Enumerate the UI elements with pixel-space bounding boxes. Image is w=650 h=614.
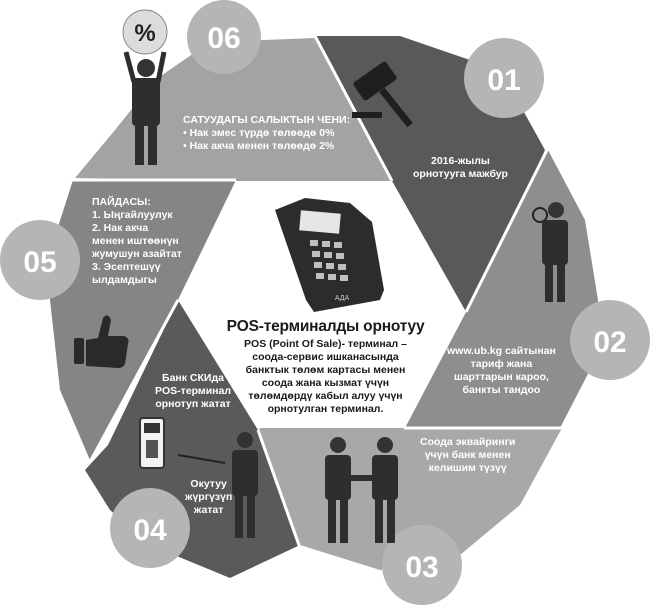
thumbs-up-icon bbox=[74, 315, 129, 368]
number-badge-03: 03 bbox=[382, 525, 462, 605]
svg-text:01: 01 bbox=[487, 64, 520, 97]
center-body: POS (Point Of Sale)- терминал – соода-се… bbox=[244, 338, 407, 415]
step-04-text-top: Банк СКИда POS-терминал орнотуп жатат bbox=[155, 372, 232, 410]
svg-text:03: 03 bbox=[405, 551, 438, 584]
svg-text:05: 05 bbox=[23, 246, 56, 279]
pos-terminal-icon: АДА bbox=[275, 198, 384, 312]
teacher-pointing-icon bbox=[177, 432, 258, 538]
svg-text:06: 06 bbox=[207, 22, 240, 55]
svg-text:АДА: АДА bbox=[335, 295, 350, 302]
center-title: POS-терминалды орнотуу bbox=[226, 318, 425, 335]
number-badge-01: 01 bbox=[464, 38, 544, 118]
svg-text:02: 02 bbox=[593, 326, 626, 359]
number-badge-04: 04 bbox=[110, 488, 190, 568]
center-description: POS-терминалды орнотуу POS (Point Of Sal… bbox=[188, 318, 463, 416]
segment-03 bbox=[232, 428, 562, 570]
step-04-text-bottom: Окутуу жүргүзүп жатат bbox=[185, 478, 233, 516]
segment-separators bbox=[72, 35, 563, 549]
step-03-text: Соода эквайринги үчүн банк менен келишим… bbox=[420, 436, 516, 474]
number-badge-06: 06 bbox=[187, 0, 261, 74]
gavel-icon bbox=[352, 61, 413, 128]
step-06-text: САТУУДАГЫ САЛЫКТЫН ЧЕНИ: • Нак эмес түрд… bbox=[183, 114, 351, 152]
card-terminal-icon bbox=[139, 417, 165, 469]
segment-05 bbox=[50, 180, 236, 460]
step-01-text: 2016-жылы орнотууга мажбур bbox=[413, 155, 508, 180]
step-05-text: ПАЙДАСЫ: 1. Ыңгайлуулук 2. Нак акча мене… bbox=[92, 196, 182, 286]
svg-text:04: 04 bbox=[133, 514, 167, 547]
businessman-percent-icon: % bbox=[122, 9, 168, 165]
segment-02 bbox=[405, 150, 598, 428]
svg-text:%: % bbox=[134, 20, 155, 47]
businessman-magnifier-icon bbox=[532, 202, 568, 302]
step-02-text: www.ub.kg сайтынан тариф жана шарттарын … bbox=[447, 345, 556, 396]
number-badge-02: 02 bbox=[570, 300, 650, 380]
handshake-icon bbox=[325, 437, 398, 543]
number-badge-05: 05 bbox=[0, 220, 80, 300]
